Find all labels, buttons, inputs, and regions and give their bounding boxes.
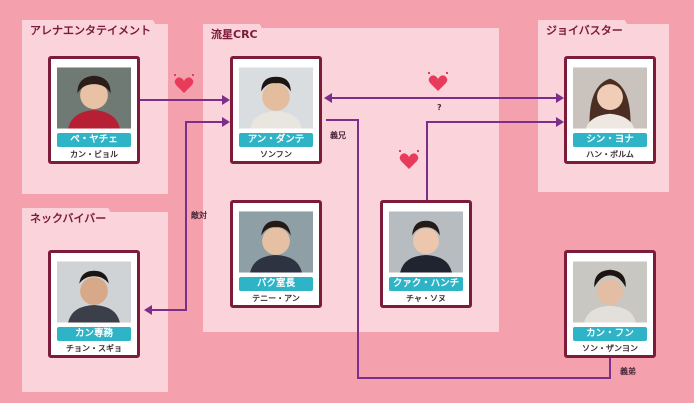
character-role-name: ペ・ヤチェ bbox=[57, 133, 131, 147]
arrow-to-ahn bbox=[222, 95, 230, 105]
relation-label-q: ? bbox=[437, 103, 442, 112]
character-actor-name: ハン・ボルム bbox=[586, 150, 634, 159]
character-actor-name: チャ・ソヌ bbox=[406, 294, 446, 303]
character-actor-name: ソンフン bbox=[260, 150, 292, 159]
group-joy: ジョイバスター bbox=[538, 24, 669, 192]
arrow-to-shin-2 bbox=[556, 117, 564, 127]
character-card-shin[interactable]: シン・ヨナ ハン・ボルム bbox=[564, 56, 656, 164]
line-ahn-kang bbox=[146, 121, 228, 311]
group-joy-label: ジョイバスター bbox=[538, 20, 637, 42]
character-card-bae[interactable]: ペ・ヤチェ カン・ビョル bbox=[48, 56, 140, 164]
character-role-name: シン・ヨナ bbox=[573, 133, 647, 147]
character-actor-name: チョン・スギョ bbox=[66, 344, 122, 353]
portrait-image bbox=[57, 65, 131, 131]
line-ahn-kangf bbox=[326, 119, 611, 379]
character-card-kang[interactable]: カン専務 チョン・スギョ bbox=[48, 250, 140, 358]
character-card-kwak[interactable]: クァク・ハンチョル チャ・ソヌ bbox=[380, 200, 472, 308]
group-arena-label: アレナエンタテイメント bbox=[22, 20, 165, 42]
portrait-image bbox=[239, 65, 313, 131]
character-role-name: クァク・ハンチョル bbox=[389, 277, 463, 303]
character-role-name: カン専務 bbox=[57, 327, 131, 341]
portrait-image bbox=[573, 259, 647, 325]
character-actor-name: カン・ビョル bbox=[70, 150, 118, 159]
relation-label-brother: 義兄 bbox=[330, 131, 346, 140]
heart-icon bbox=[399, 150, 419, 169]
heart-icon bbox=[174, 74, 194, 93]
character-card-park[interactable]: パク室長 テニー・アン bbox=[230, 200, 322, 308]
character-card-kangf[interactable]: カン・フン ソン・ザンヨン bbox=[564, 250, 656, 358]
character-actor-name: ソン・ザンヨン bbox=[582, 344, 638, 353]
group-arena: アレナエンタテイメント bbox=[22, 24, 168, 194]
relation-label-brotherinlaw: 義弟 bbox=[620, 367, 636, 376]
portrait-image bbox=[573, 65, 647, 131]
arrow-to-shin bbox=[556, 93, 564, 103]
portrait-image bbox=[57, 259, 131, 325]
character-role-name: アン・ダンテ bbox=[239, 133, 313, 147]
character-role-name: カン・フン bbox=[573, 327, 647, 341]
portrait-image bbox=[389, 209, 463, 275]
arrow-to-kang bbox=[144, 305, 152, 315]
arrow-to-ahn-3 bbox=[222, 117, 230, 127]
character-actor-name: テニー・アン bbox=[252, 294, 300, 303]
relation-label-enemy: 敵対 bbox=[191, 211, 207, 220]
group-ryusei-label: 流星CRC bbox=[203, 24, 272, 46]
arrow-to-ahn-2 bbox=[324, 93, 332, 103]
heart-icon bbox=[428, 72, 448, 91]
character-role-name: パク室長 bbox=[239, 277, 313, 291]
group-neck-label: ネックバイバー bbox=[22, 208, 120, 230]
character-card-ahn[interactable]: アン・ダンテ ソンフン bbox=[230, 56, 322, 164]
portrait-image bbox=[239, 209, 313, 275]
line-kwak-shin bbox=[426, 121, 562, 200]
